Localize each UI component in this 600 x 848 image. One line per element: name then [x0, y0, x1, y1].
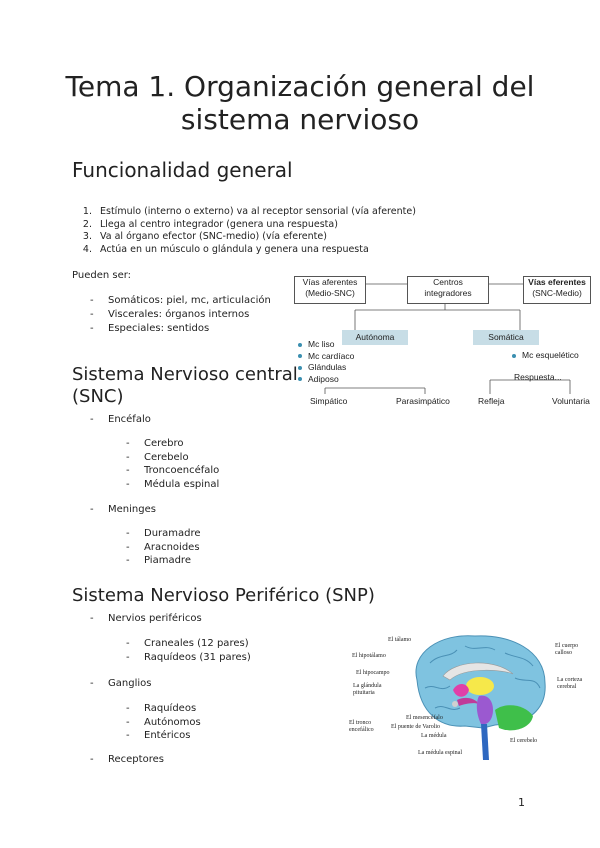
list-item: 4.Actúa en un músculo o glándula y gener…: [82, 243, 369, 255]
diagram-connectors: [324, 283, 571, 394]
list-item: Adiposo: [298, 374, 354, 386]
list-item: 1.Estímulo (interno o externo) va al rec…: [82, 206, 416, 217]
list-item: -Entéricos: [126, 730, 191, 741]
section-heading-funcionalidad: Funcionalidad general: [72, 158, 293, 182]
steps-list: 1.Estímulo (interno o externo) va al rec…: [72, 206, 416, 256]
list-item: -Meninges: [90, 504, 156, 515]
simpatico-label: Simpático: [310, 396, 348, 406]
snc-list: -Encéfalo: [90, 413, 151, 427]
label-cerebelo: El cerebelo: [510, 738, 538, 744]
list-item: Glándulas: [298, 362, 354, 374]
label-medula-espinal: La médula espinal: [418, 750, 462, 756]
list-item: -Cerebelo: [126, 451, 189, 463]
receptores-item: -Receptores: [90, 753, 164, 767]
types-list: -Somáticos: piel, mc, articulación -Visc…: [90, 294, 271, 336]
encefalo-sublist: -Cerebro -Cerebelo -Troncoencéfalo -Médu…: [126, 437, 219, 491]
list-item: Mc liso: [298, 339, 354, 351]
list-item: -Médula espinal: [126, 478, 220, 490]
pueden-ser-label: Pueden ser:: [72, 270, 132, 281]
list-item: -Autónomos: [126, 716, 201, 728]
section-heading-snc: Sistema Nervioso central(SNC): [72, 364, 298, 407]
ganglios-sublist: -Raquídeos -Autónomos -Entéricos: [126, 702, 201, 743]
refleja-label: Refleja: [478, 396, 505, 406]
title-line-1: Tema 1. Organización general del: [65, 70, 535, 103]
meninges-item: -Meninges: [90, 503, 156, 517]
parasimpatico-label: Parasimpático: [396, 396, 450, 406]
list-item: -Especiales: sentidos: [90, 323, 210, 334]
list-item: -Troncoencéfalo: [126, 465, 220, 476]
label-talamo: El tálamo: [388, 637, 412, 643]
nervios-item: -Nervios periféricos: [90, 612, 202, 626]
label-hipocampo: El hipocampo: [356, 670, 390, 676]
list-item: -Somáticos: piel, mc, articulación: [90, 295, 271, 306]
title-line-2: sistema nervioso: [180, 103, 420, 136]
list-item: 3.Va al órgano efector (SNC-medio) (vía …: [82, 231, 327, 242]
somatica-box: Somática: [473, 330, 539, 345]
label-medula-oblonga: La médula: [421, 733, 447, 739]
list-item: -Receptores: [90, 754, 164, 765]
page-number: 1: [518, 796, 525, 809]
list-item: -Raquídeos (31 pares): [126, 651, 251, 663]
list-item: -Raquídeos: [126, 703, 197, 714]
section-heading-snp: Sistema Nervioso Periférico (SNP): [72, 585, 375, 606]
brain-illustration: [415, 635, 546, 760]
autonoma-items: Mc liso Mc cardíaco Glándulas Adiposo: [298, 339, 354, 385]
list-item: -Cerebro: [126, 438, 184, 449]
somatica-item: Mc esquelético: [512, 350, 579, 360]
meninges-sublist: -Duramadre -Aracnoides -Piamadre: [126, 527, 201, 568]
ganglios-item: -Ganglios: [90, 677, 151, 691]
nervios-sublist: -Craneales (12 pares) -Raquídeos (31 par…: [126, 637, 251, 664]
list-item: 2.Llega al centro integrador (genera una…: [82, 218, 338, 230]
list-item: Mc cardíaco: [298, 351, 354, 363]
respuesta-label: Respuesta...: [514, 372, 562, 382]
list-item: -Piamadre: [126, 555, 191, 566]
list-item: -Encéfalo: [90, 414, 151, 425]
vias-aferentes-box: Vías aferentes(Medio-SNC): [294, 276, 366, 304]
label-mesencefalo: El mesencéfalo: [406, 715, 443, 721]
list-item: -Craneales (12 pares): [126, 638, 249, 649]
list-item: -Aracnoides: [126, 541, 200, 553]
list-item: -Nervios periféricos: [90, 613, 202, 624]
page-title: Tema 1. Organización general del sistema…: [40, 70, 560, 136]
list-item: -Duramadre: [126, 528, 201, 539]
voluntaria-label: Voluntaria: [552, 396, 590, 406]
label-hipotalamo: El hipotálamo: [352, 653, 386, 659]
list-item: -Ganglios: [90, 678, 152, 689]
autonoma-box: Autónoma: [342, 330, 408, 345]
vias-eferentes-box: Vías eferentes(SNC-Medio): [523, 276, 591, 304]
label-puente: El puente de Varolio: [391, 724, 441, 730]
list-item: -Viscerales: órganos internos: [90, 309, 250, 320]
